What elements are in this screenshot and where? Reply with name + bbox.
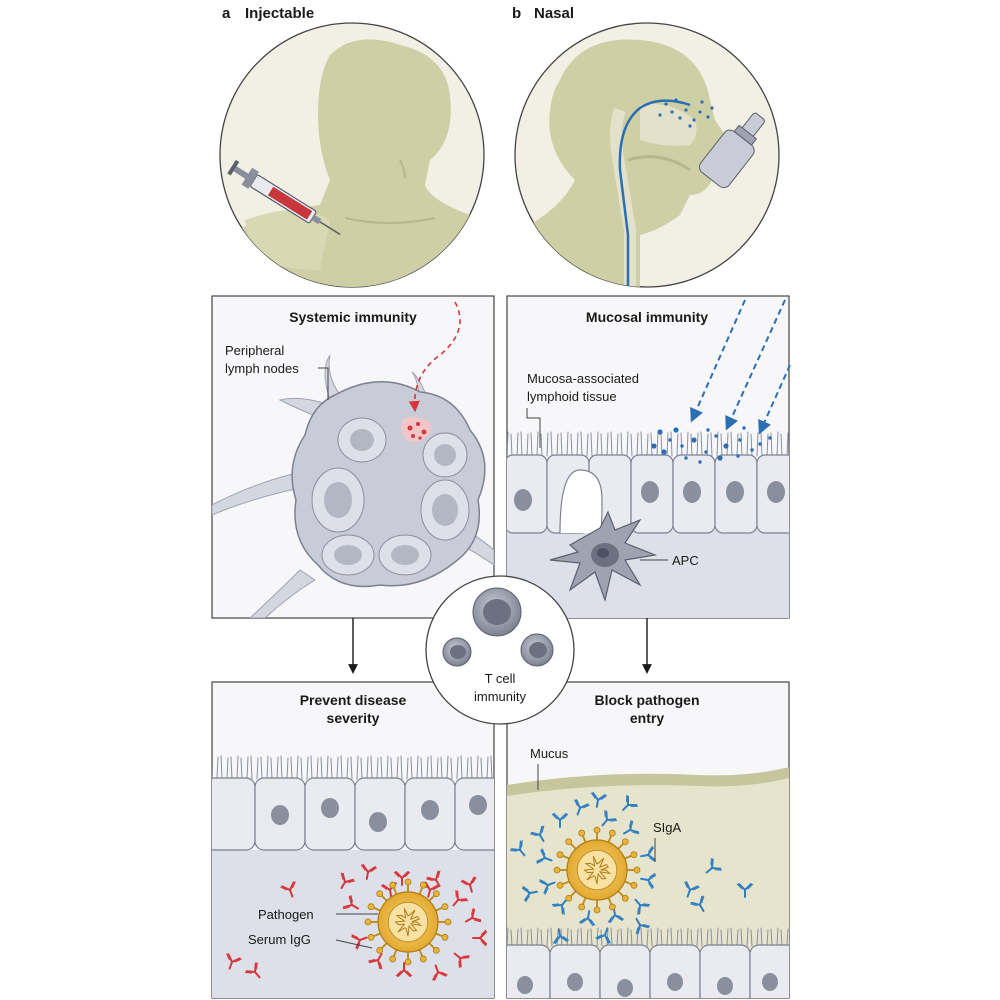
panel-a-title: Injectable: [245, 5, 314, 22]
mucosal-title: Mucosal immunity: [586, 309, 708, 325]
tcell-label-line1: T cell: [485, 671, 516, 686]
systemic-title: Systemic immunity: [289, 309, 417, 325]
serum-igg-label: Serum IgG: [248, 932, 311, 947]
block-entry-panel: Block pathogen entry Mucus SIgA: [506, 681, 790, 999]
panel-a-letter: a: [222, 5, 231, 22]
tcell-immunity-circle: T cell immunity: [425, 575, 575, 725]
lymph-label-line1: Peripheral: [225, 343, 284, 358]
malt-label-line1: Mucosa-associated: [527, 371, 639, 386]
systemic-immunity-panel: Systemic immunity Peripheral lymph nodes: [211, 295, 495, 619]
panel-b-letter: b: [512, 5, 521, 22]
severity-title-line1: Prevent disease: [300, 692, 407, 708]
panel-b-title: Nasal: [534, 5, 574, 22]
apc-label: APC: [672, 553, 699, 568]
igg-leader-line: [335, 939, 373, 949]
severity-title-line2: severity: [327, 710, 380, 726]
malt-label-line2: lymphoid tissue: [527, 389, 617, 404]
lymph-label-line2: lymph nodes: [225, 361, 299, 376]
siga-label: SIgA: [653, 820, 682, 835]
mucus-label: Mucus: [530, 746, 569, 761]
block-title-line2: entry: [630, 710, 664, 726]
lymph-leader-line: [318, 367, 329, 400]
pathogen-label: Pathogen: [258, 907, 314, 922]
injectable-illustration: [219, 22, 485, 288]
prevent-severity-panel: Prevent disease severity Pathogen Serum …: [211, 681, 495, 999]
nasal-illustration: [514, 22, 780, 288]
mucosal-immunity-panel: Mucosal immunity Mucosa-associated lymph…: [506, 295, 791, 619]
malt-leader-line: [526, 408, 541, 448]
block-title-line1: Block pathogen: [594, 692, 699, 708]
tcell-label-line2: immunity: [474, 689, 527, 704]
